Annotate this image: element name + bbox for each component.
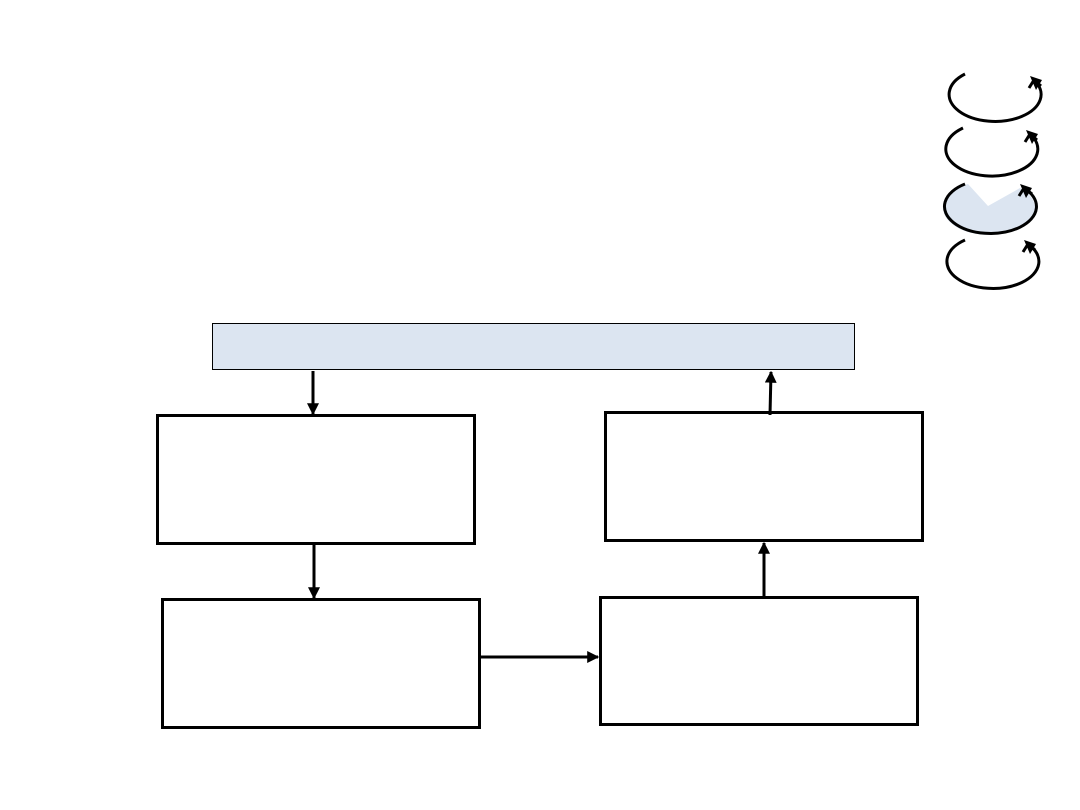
cycle-ring-1 [947, 72, 1043, 123]
cycle-ring-3 [942, 182, 1038, 235]
top-banner [212, 323, 855, 370]
box-bottom-right [599, 596, 919, 726]
box-top-left [156, 414, 476, 545]
cycle-ring-2 [944, 126, 1040, 178]
cycle-icon [942, 72, 1043, 290]
arrow-top-right-to-banner [764, 370, 777, 416]
box-top-right [604, 411, 924, 542]
cycle-ring-4 [945, 238, 1041, 290]
cycle-arrowheads [1020, 76, 1042, 254]
box-bottom-left [161, 598, 481, 729]
cycle-ring-3-fill [943, 184, 1036, 235]
